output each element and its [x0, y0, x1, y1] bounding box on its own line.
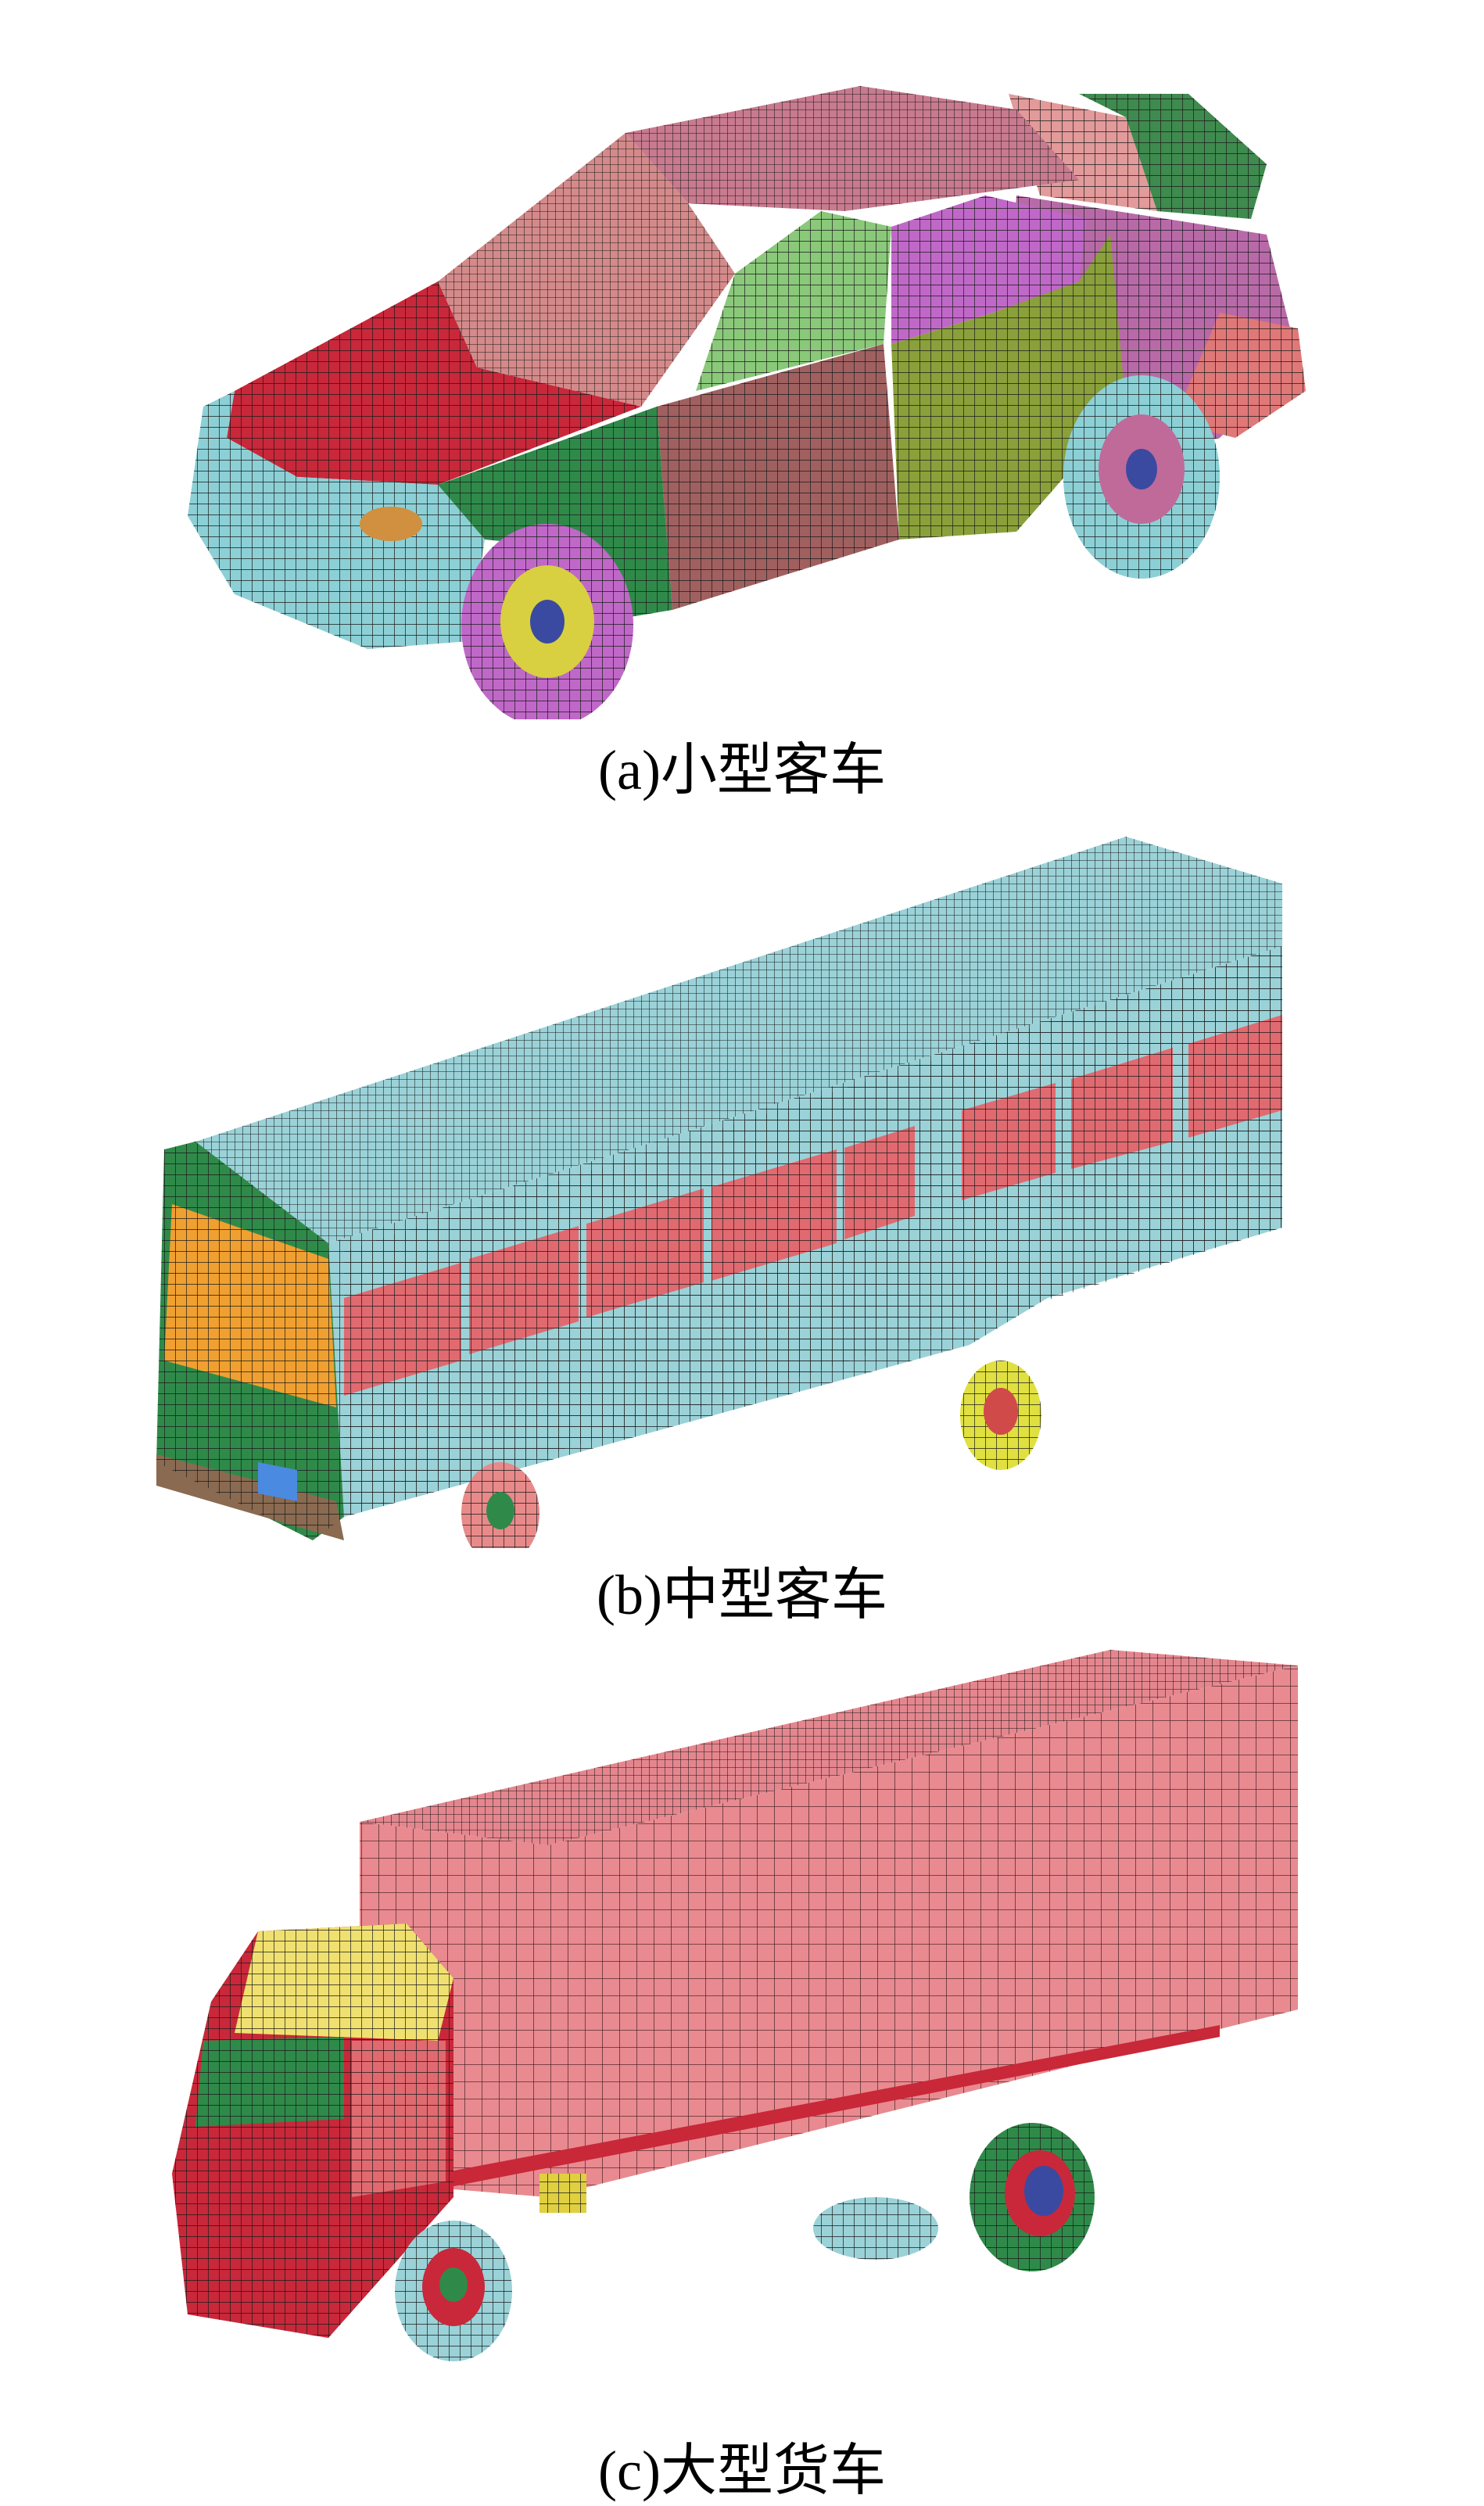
- panel-small-car: (a)小型客车: [0, 0, 1484, 801]
- panel-large-truck: (c)大型货车: [0, 1634, 1484, 2502]
- large-truck-mesh-model: [172, 1650, 1298, 2361]
- caption-a: (a)小型客车: [598, 739, 886, 801]
- small-car-mesh-model: [188, 86, 1306, 719]
- caption-c: (c)大型货车: [598, 2440, 886, 2502]
- panel-medium-bus: (b)中型客车: [0, 813, 1484, 1626]
- caption-b: (b)中型客车: [597, 1564, 887, 1626]
- medium-bus-mesh-model: [156, 837, 1282, 1548]
